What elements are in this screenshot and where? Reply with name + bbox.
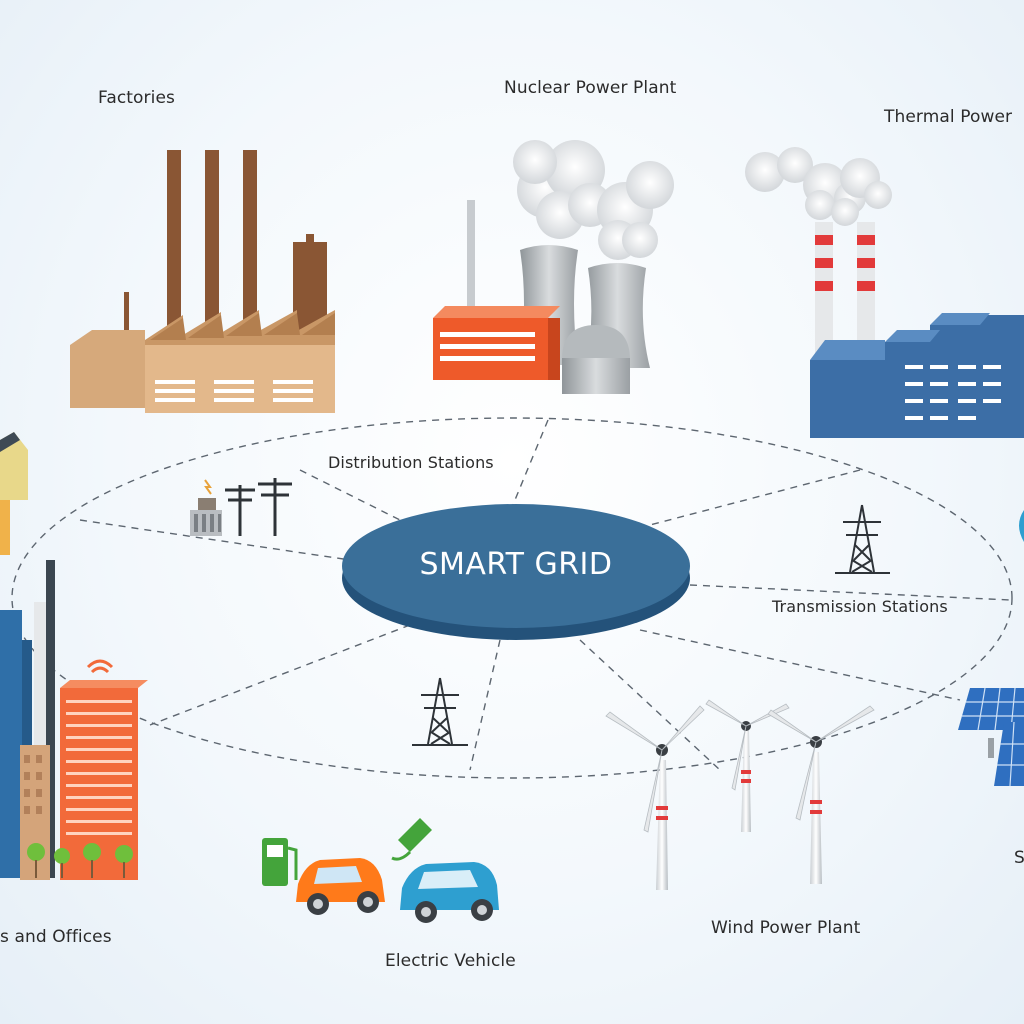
label-factories: Factories [98,88,175,108]
partial-icon-right-edge [1019,510,1024,542]
label-distribution: Distribution Stations [328,453,494,472]
factory-icon [70,150,335,413]
network-lines [11,417,1013,779]
label-electric-vehicle: Electric Vehicle [385,951,516,971]
spoke-transmission [689,584,1011,601]
spoke-wind [579,639,721,771]
solar-panel-icon [958,687,1024,787]
spoke-nuclear [509,419,549,513]
transmission-tower-icon [835,504,890,574]
spoke-distribution-2 [299,469,401,521]
wind-turbine-icons [605,699,875,890]
spoke-thermal [649,469,861,526]
electric-vehicle-icon [262,818,499,923]
label-transmission: Transmission Stations [772,597,948,616]
thermal-plant-icon [745,147,1024,438]
distribution-station-icon [190,478,292,536]
center-title: SMART GRID [419,546,613,582]
label-solar-partial: S [1014,848,1024,868]
buildings-icon [0,432,148,880]
label-homes-offices: s and Offices [0,927,112,947]
smart-grid-hub [342,504,690,640]
spoke-vehicle [469,639,501,771]
label-nuclear: Nuclear Power Plant [504,78,677,98]
nuclear-plant-icon [433,140,674,394]
tree-icons [27,843,133,864]
outer-ring [11,417,1013,779]
label-wind: Wind Power Plant [711,918,861,938]
transmission-tower-icon-2 [412,677,468,746]
spoke-homes [149,624,411,726]
label-thermal: Thermal Power [884,107,1013,127]
spoke-solar [639,629,961,701]
spoke-distribution [79,519,351,561]
